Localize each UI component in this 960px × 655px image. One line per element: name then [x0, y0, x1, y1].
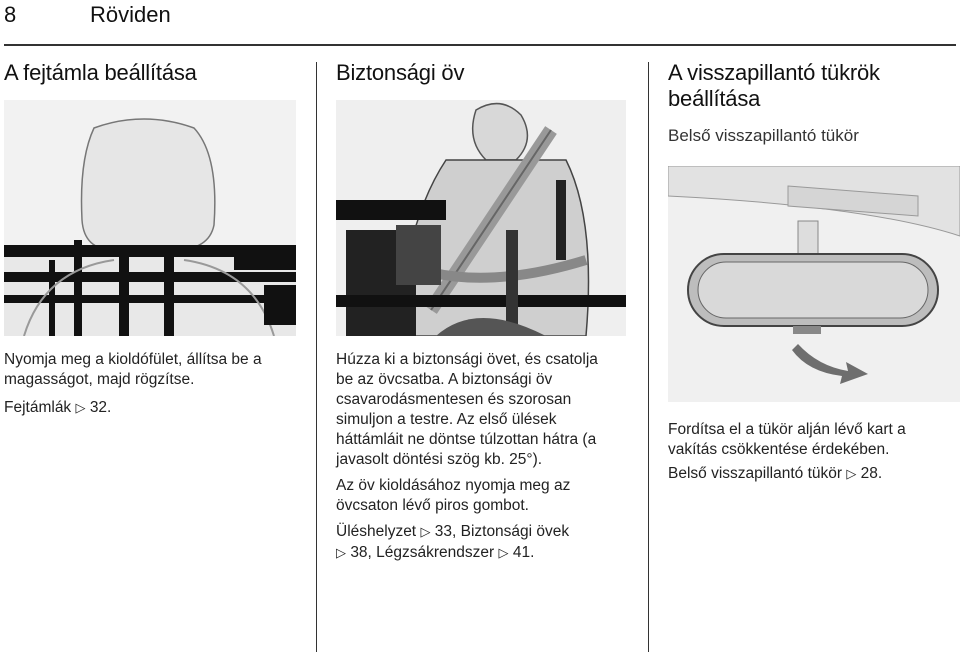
headrest-illustration — [4, 100, 296, 336]
seatbelt-illustration — [336, 100, 626, 336]
col-headrest: A fejtámla beállítása — [4, 60, 197, 86]
section-title: Röviden — [90, 2, 171, 27]
mirrors-subtitle: Belső visszapillantó tükör — [668, 126, 859, 145]
col-seatbelt: Biztonsági öv — [336, 60, 464, 86]
column-divider-2 — [648, 62, 649, 652]
headrest-instructions: Nyomja meg a kioldófület, állítsa be a m… — [4, 351, 262, 388]
mirrors-title: A visszapillantó tükrök beállítása — [668, 60, 880, 111]
seatbelt-title: Biztonsági öv — [336, 60, 465, 85]
headrest-reference: Fejtámlák ▷ 32. — [4, 399, 112, 416]
column-divider-1 — [316, 62, 317, 652]
mirror-illustration — [668, 166, 960, 402]
arrow-right-outline-icon: ▷ — [336, 546, 346, 561]
col-mirrors: A visszapillantó tükrök beállítása Belső… — [668, 60, 880, 146]
headrest-title: A fejtámla beállítása — [4, 60, 197, 85]
arrow-right-outline-icon: ▷ — [75, 401, 86, 416]
headrest-ref-page: 32. — [89, 399, 112, 416]
arrow-right-outline-icon: ▷ — [498, 546, 509, 561]
arrow-right-outline-icon: ▷ — [420, 525, 431, 540]
seatbelt-instructions: Húzza ki a biztonsági övet, és csatolja … — [336, 351, 598, 468]
page-number: 8 — [4, 2, 17, 27]
arrow-right-outline-icon: ▷ — [846, 467, 857, 482]
seatbelt-references: Üléshelyzet ▷ 33, Biztonsági övek ▷ 38, … — [336, 523, 570, 561]
mirror-reference: Belső visszapillantó tükör ▷ 28. — [668, 465, 883, 482]
header-rule — [4, 44, 956, 46]
seatbelt-release: Az öv kioldásához nyomja meg az övcsaton… — [336, 477, 571, 514]
mirror-instructions: Fordítsa el a tükör alján lévő kart a va… — [668, 421, 906, 458]
